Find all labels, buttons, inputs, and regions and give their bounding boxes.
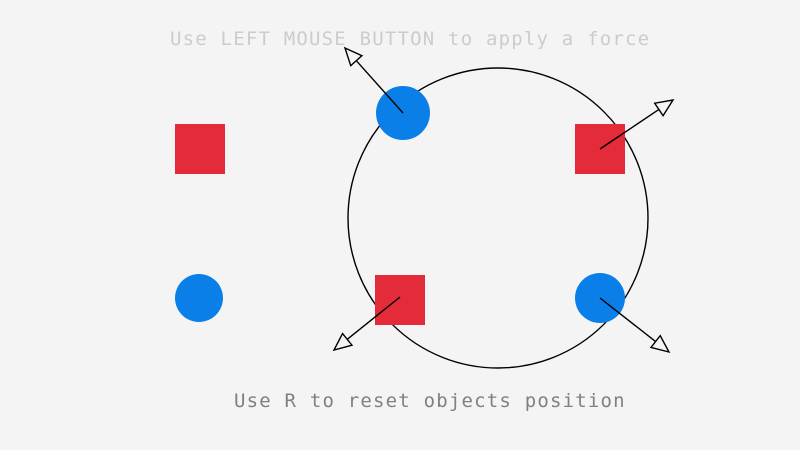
force-arrow-shaft (599, 297, 657, 343)
physics-bodies-layer[interactable] (175, 86, 625, 325)
force-arrow-circle-top (343, 46, 404, 114)
force-arrow-shaft (355, 60, 404, 114)
force-arrow-head (653, 99, 675, 117)
force-arrow-head (332, 332, 354, 352)
square-bottom-mid[interactable] (375, 275, 425, 325)
force-arrows-layer (332, 46, 675, 354)
force-arrow-square-bottom (332, 296, 401, 352)
force-arrow-head (343, 46, 364, 67)
force-arrow-head (649, 334, 671, 354)
constraint-circle-outline (347, 67, 649, 369)
force-arrow-circle-right (599, 297, 671, 354)
circle-left-bottom[interactable] (175, 274, 223, 322)
force-arrow-shaft (346, 296, 401, 340)
square-left[interactable] (175, 124, 225, 174)
force-arrow-shaft (599, 108, 660, 150)
hint-reset-objects: Use R to reset objects position (234, 390, 626, 412)
hint-apply-force: Use LEFT MOUSE BUTTON to apply a force (170, 28, 651, 50)
force-arrow-square-right (599, 99, 675, 150)
